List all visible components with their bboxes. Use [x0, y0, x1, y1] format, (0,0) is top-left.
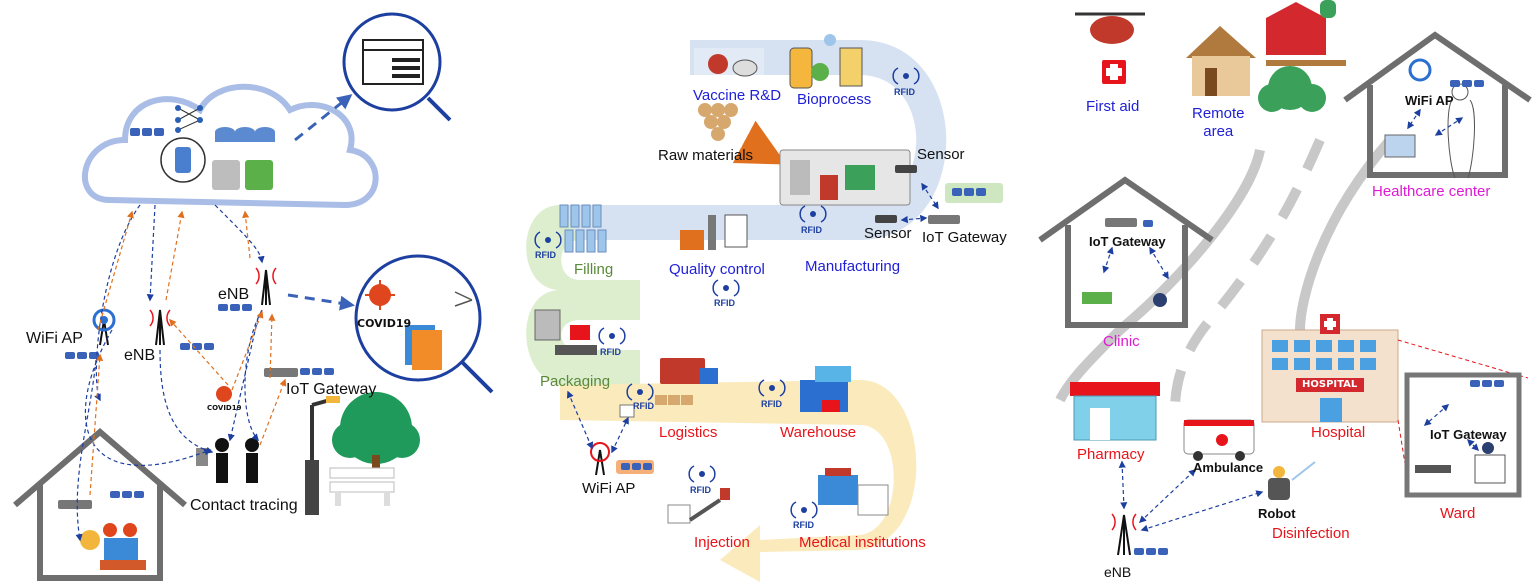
clinic-gateway-label: IoT Gateway	[1089, 234, 1166, 249]
packaging-icon	[534, 309, 597, 355]
wifi-ap-label-right: WiFi AP	[1405, 93, 1454, 108]
enb-label-left-1: eNB	[124, 347, 156, 364]
healthcare-center-icon	[1343, 31, 1532, 179]
contact-tracing-label: Contact tracing	[190, 497, 298, 514]
covid19-small-label: COVID19	[207, 404, 242, 412]
sensor-label-bottom: Sensor	[864, 225, 912, 242]
helicopter-icon	[1075, 12, 1145, 84]
hospital-icon	[1261, 314, 1399, 423]
remote-area-label: Remote area	[1192, 105, 1245, 140]
rfid-label: RFID	[801, 225, 822, 235]
medical-institutions-label: Medical institutions	[799, 534, 926, 551]
park-icon	[305, 392, 420, 515]
roads	[1055, 136, 1394, 411]
ward-label: Ward	[1440, 505, 1476, 522]
injection-icon	[667, 488, 730, 524]
vaccine-rd-icon	[694, 48, 764, 84]
rfid-label: RFID	[535, 250, 556, 260]
manufacturing-icon	[779, 149, 911, 206]
quality-control-label: Quality control	[669, 261, 765, 278]
filling-label: Filling	[574, 261, 614, 278]
cloud-icon	[82, 83, 379, 209]
medical-institutions-icon	[818, 468, 889, 516]
pharmacy-icon	[1070, 382, 1160, 441]
rfid-label: RFID	[714, 298, 735, 308]
first-aid-label: First aid	[1086, 98, 1140, 115]
rfid-label: RFID	[761, 399, 782, 409]
remote-house-icon	[1186, 26, 1256, 96]
logistics-icon	[655, 358, 718, 405]
robot-label: Robot	[1258, 506, 1296, 521]
rfid-label: RFID	[690, 485, 711, 495]
sensor-label-top: Sensor	[917, 146, 965, 163]
ambulance-icon	[1183, 419, 1255, 461]
disinfection-label: Disinfection	[1272, 525, 1350, 542]
contact-tracing-icon	[196, 438, 259, 483]
filling-icon	[559, 204, 607, 253]
warehouse-label: Warehouse	[780, 424, 857, 441]
rfid-label: RFID	[894, 87, 915, 97]
packaging-label: Packaging	[540, 373, 611, 390]
covid-magnifier-icon	[354, 254, 494, 394]
clinic-label: Clinic	[1103, 333, 1140, 350]
enb-label-right: eNB	[1104, 564, 1132, 580]
injection-label: Injection	[694, 534, 750, 551]
pharmacy-label: Pharmacy	[1077, 446, 1145, 463]
rfid-label: RFID	[600, 347, 621, 357]
manufacturing-label: Manufacturing	[805, 258, 901, 275]
barn-icon	[1258, 0, 1346, 112]
wifi-ap-label-middle: WiFi AP	[582, 480, 636, 497]
bioprocess-label: Bioprocess	[797, 91, 872, 108]
ambulance-label: Ambulance	[1193, 460, 1264, 475]
hospital-sign-label: HOSPITAL	[1302, 379, 1358, 390]
raw-materials-icon	[698, 103, 738, 141]
logistics-label: Logistics	[659, 424, 718, 441]
ward-icon	[1404, 372, 1522, 498]
enb-label-left-2: eNB	[218, 286, 250, 303]
code-magnifier-icon	[342, 12, 452, 122]
rfid-label: RFID	[793, 520, 814, 530]
enb-tower-icon	[99, 269, 271, 346]
clinic-icon	[1038, 176, 1214, 328]
raw-materials-label: Raw materials	[658, 147, 754, 164]
hospital-label: Hospital	[1311, 424, 1366, 441]
iot-gateway-label-left: IoT Gateway	[286, 381, 377, 398]
rfid-label: RFID	[633, 401, 654, 411]
ward-gateway-label: IoT Gateway	[1430, 427, 1507, 442]
healthcare-center-label: Healthcare center	[1372, 183, 1491, 200]
robot-icon	[1268, 461, 1316, 500]
iot-gateway-label-middle: IoT Gateway	[922, 229, 1007, 246]
quality-control-icon	[680, 214, 748, 250]
covid19-badge-label: COVID19	[357, 317, 412, 330]
wifi-ap-label-left: WiFi AP	[26, 330, 83, 347]
bioprocess-icon	[789, 34, 863, 89]
warehouse-icon	[800, 366, 851, 412]
home-icon	[13, 428, 187, 581]
vaccine-rd-label: Vaccine R&D	[693, 87, 782, 104]
